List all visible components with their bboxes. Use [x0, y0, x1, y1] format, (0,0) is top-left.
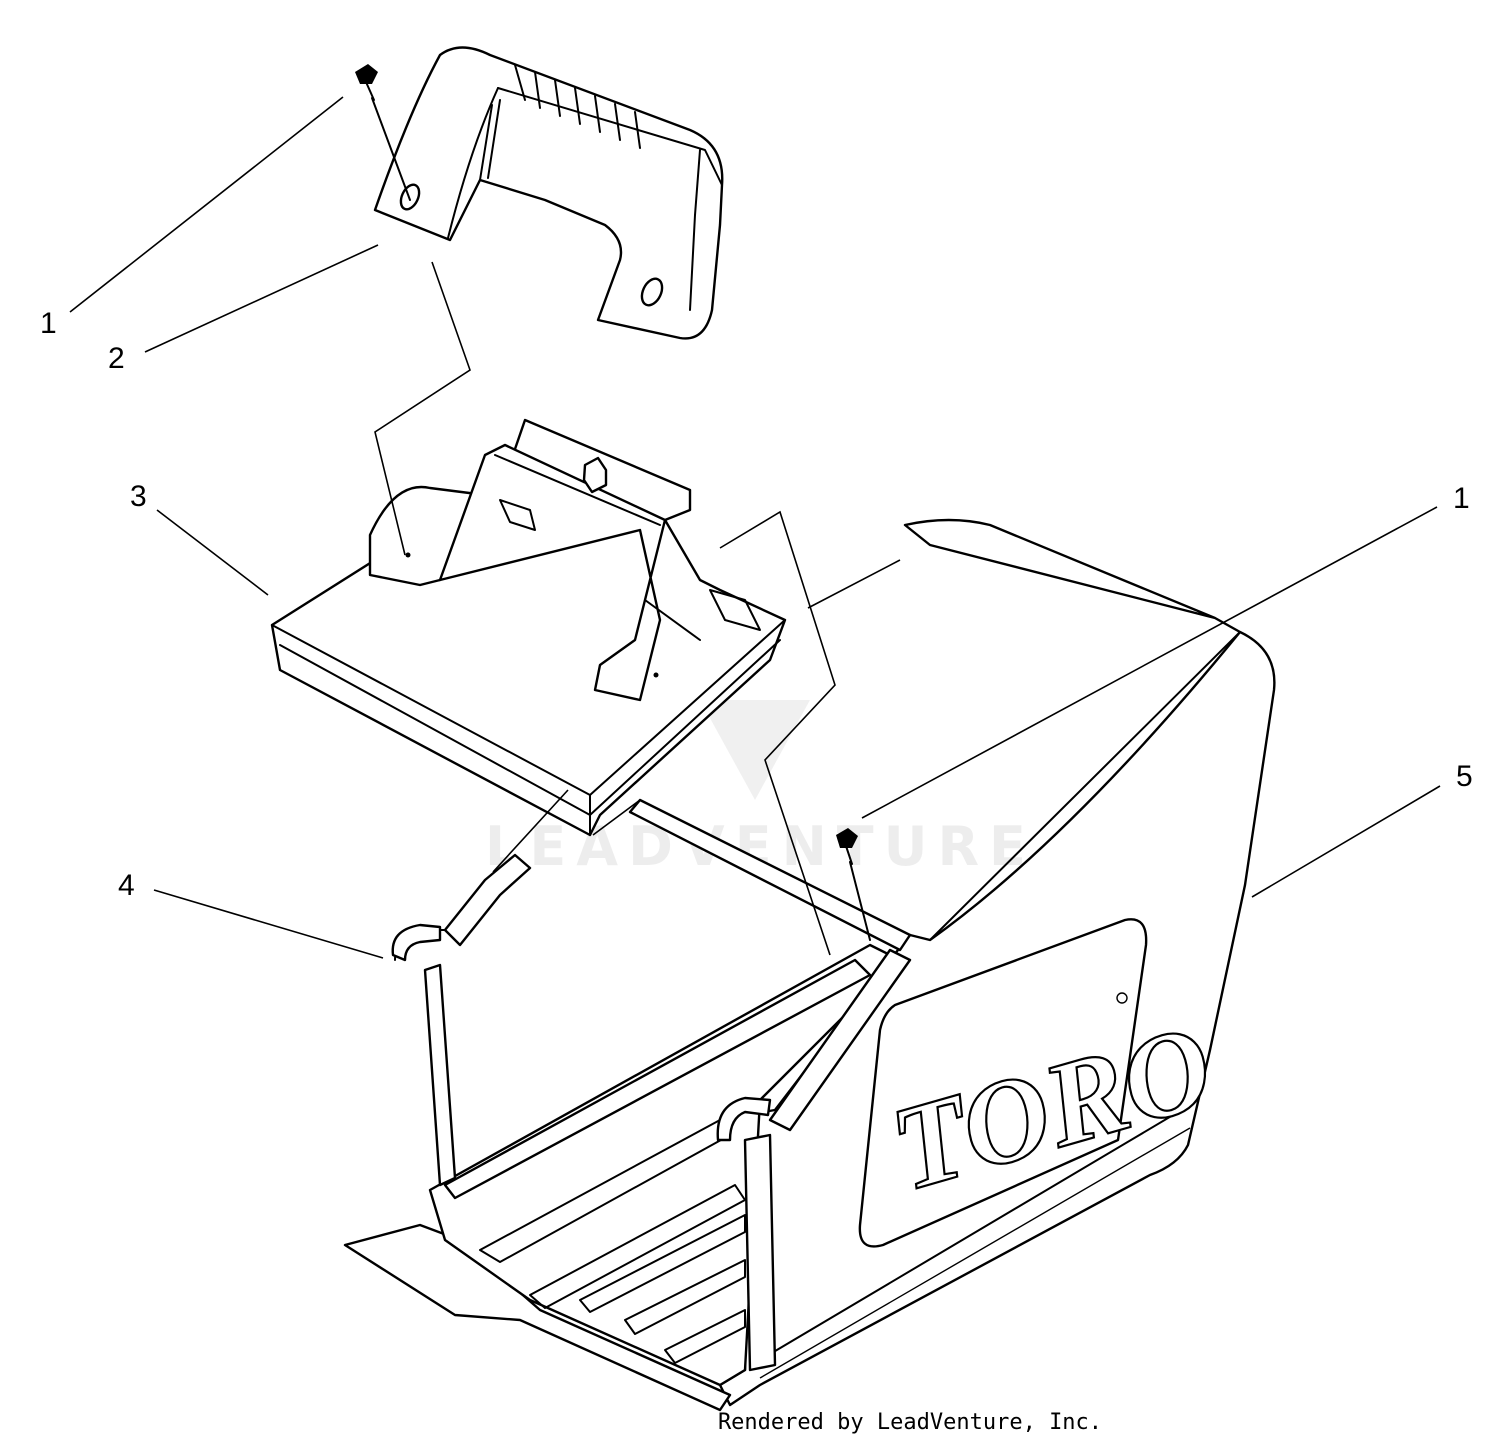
leader-line [807, 559, 901, 609]
part-1-screw-upper [355, 64, 411, 201]
part-2-handle [373, 46, 724, 340]
assembly-lines [374, 261, 836, 956]
leader-line [153, 889, 384, 959]
leader-line [69, 96, 344, 313]
leader-line [861, 506, 1438, 819]
part-5-grass-bag: TORO [718, 518, 1276, 1407]
callout-1-upper: 1 [40, 307, 57, 340]
leader-line [156, 509, 269, 596]
callout-3: 3 [130, 480, 147, 513]
part-4-bag-frame [343, 798, 912, 1412]
registered-mark-icon [1116, 992, 1128, 1004]
callout-1-lower: 1 [1453, 482, 1470, 515]
callout-4: 4 [118, 869, 135, 902]
leader-line [144, 244, 379, 353]
callouts: 1 2 3 1 5 4 [40, 96, 1473, 959]
callout-2: 2 [108, 342, 125, 375]
part-1-screw-lower [836, 828, 871, 941]
leader-line [1251, 785, 1441, 898]
part-3-bag-top [270, 418, 787, 837]
render-credit: Rendered by LeadVenture, Inc. [717, 1410, 1103, 1435]
watermark-logo-icon [700, 700, 810, 800]
callout-5: 5 [1456, 760, 1473, 793]
